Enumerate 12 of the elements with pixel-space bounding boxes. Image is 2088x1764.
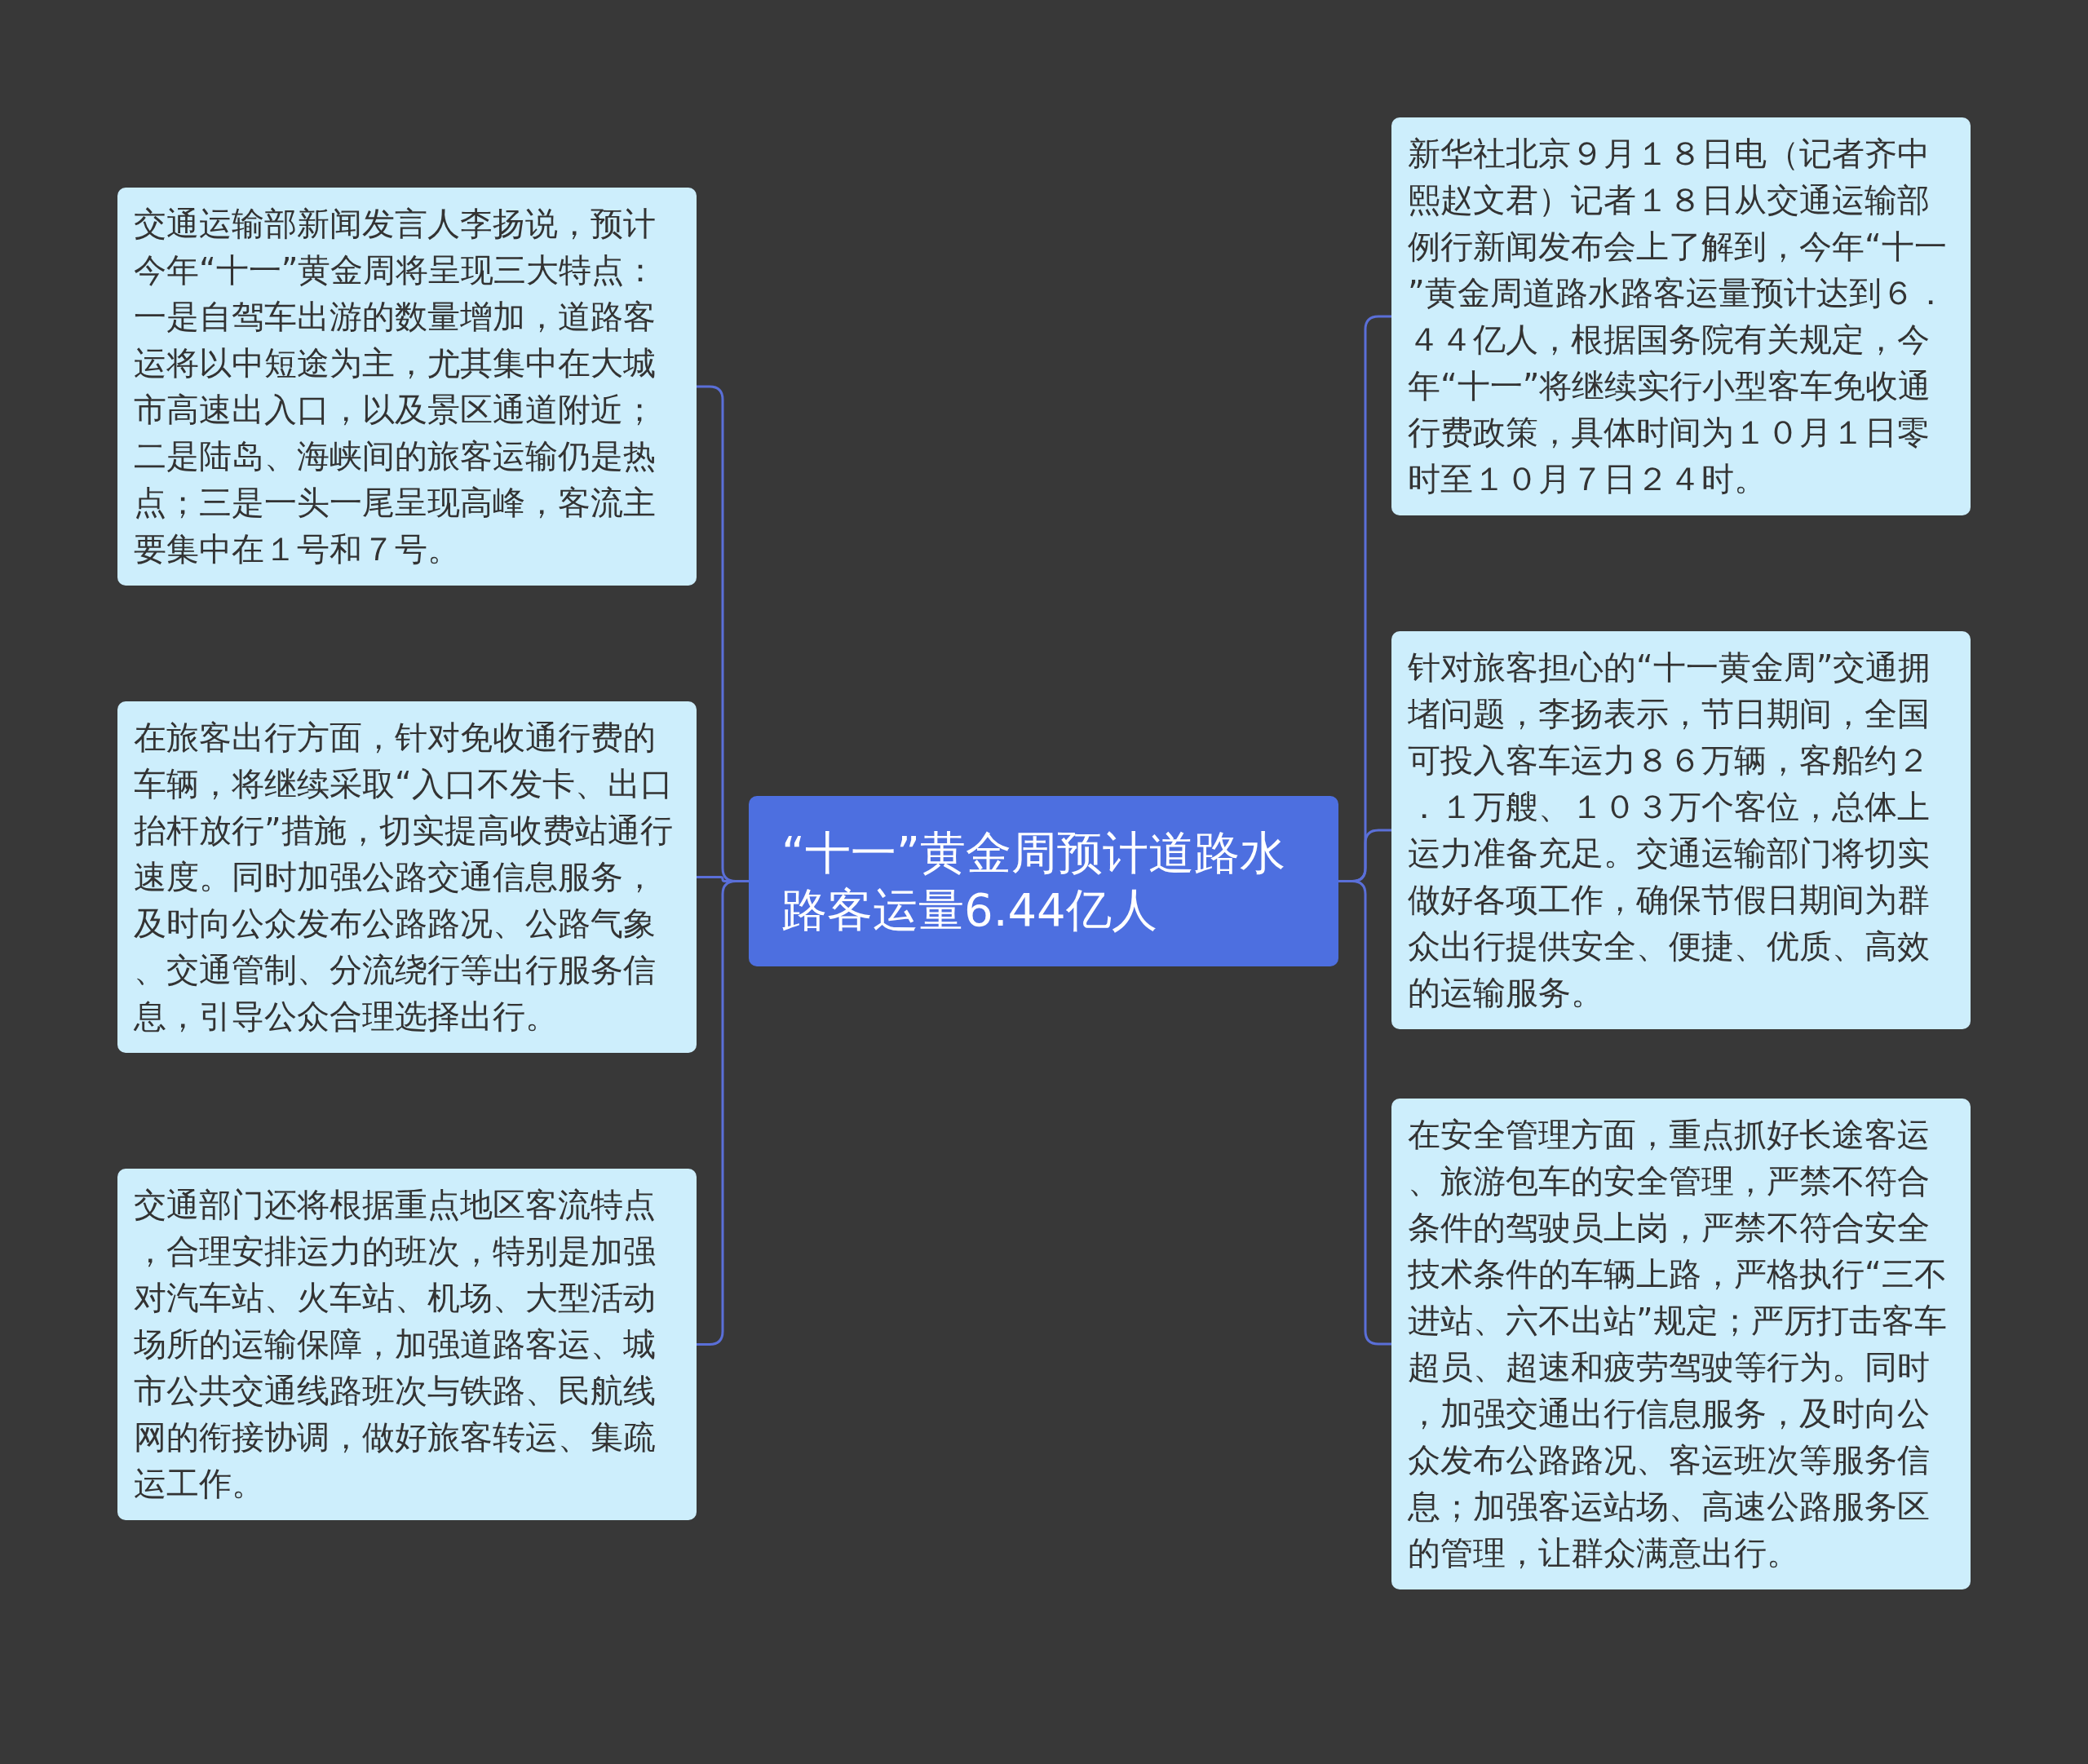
text-card (1391, 631, 1971, 1029)
card-text: 交通运输部新闻发言人李扬说，预计今年“十一”黄金周将呈现三大特点：一是自驾车出游的数量增加，道路客运将以中短途为主，尤其集中在大城市高速出入口，以及景区通道附近；二是陆岛、海峡间的旅客运输仍是热点；三是一头一尾呈现高峰，客流主要集中在１号和７号。 (134, 204, 658, 569)
card-text: 新华社北京９月１８日电（记者齐中熙赵文君）记者１８日从交通运输部例行新闻发布会上了解到，今年“十一”黄金周道路水路客运量预计达到６．４４亿人，根据国务院有关规定，今年“十一”将继续实行小型客车免收通行费政策，具体时间为１０月１日零时至１０月７日２４时。 (1408, 134, 1948, 499)
card-text: 针对旅客担心的“十一黄金周”交通拥堵问题，李扬表示，节日期间，全国可投入客车运力８６万辆，客船约２．１万艘、１０３万个客位，总体上运力准备充足。交通运输部门将切实做好各项工作，确保节假日期间为群众出行提供安全、便捷、优质、高效的运输服务。 (1408, 648, 1932, 1013)
card-text: 在旅客出行方面，针对免收通行费的车辆，将继续采取“入口不发卡、出口抬杆放行”措施，切实提高收费站通行速度。同时加强公路交通信息服务，及时向公众发布公路路况、公路气象、交通管制、分流绕行等出行服务信息，引导公众合理选择出行。 (134, 718, 674, 1037)
topic-box (749, 796, 1338, 966)
card-text: 在安全管理方面，重点抓好长途客运、旅游包车的安全管理，严禁不符合条件的驾驶员上岗，严禁不符合安全技术条件的车辆上路，严格执行“三不进站、六不出站”规定；严厉打击客车超员、超速和疲劳驾驶等行为。同时，加强交通出行信息服务，及时向公众发布公路路况、客运班次等服务信息；加强客运站场、高速公路服务区的管理，让群众满意出行。 (1408, 1115, 1948, 1573)
card-text: 交通部门还将根据重点地区客流特点，合理安排运力的班次，特别是加强对汽车站、火车站、机场、大型活动场所的运输保障，加强道路客运、城市公共交通线路班次与铁路、民航线网的衔接协调，做好旅客转运、集疏运工作。 (134, 1185, 657, 1504)
topic-title: “十一”黄金周预计道路水路客运量6.44亿人 (781, 825, 1287, 938)
text-card (117, 701, 697, 1053)
text-card (117, 188, 697, 586)
text-card (117, 1169, 697, 1520)
